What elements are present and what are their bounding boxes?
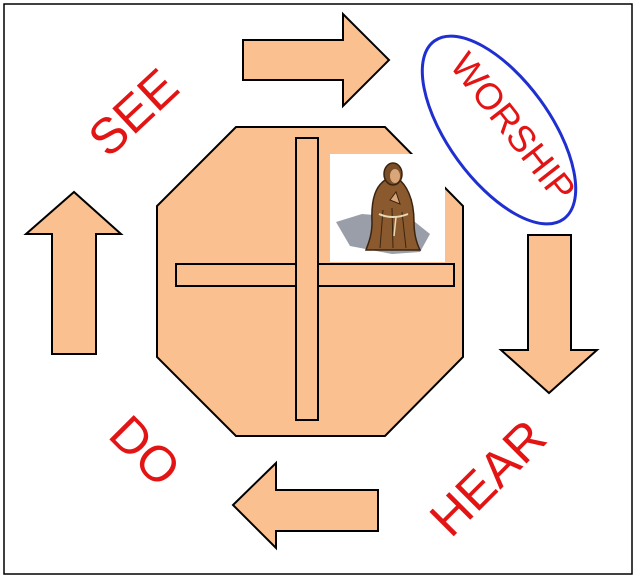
arrow-up-left — [26, 192, 121, 354]
praying-monk-icon — [330, 154, 445, 262]
arrow-left-bottom — [233, 463, 378, 548]
cross-vertical-bar — [296, 138, 318, 420]
label-hear: HEAR — [419, 409, 557, 547]
label-do: DO — [99, 405, 192, 498]
arrow-down-right — [501, 235, 597, 393]
arrow-right-top — [243, 14, 389, 106]
label-see: SEE — [78, 58, 189, 167]
